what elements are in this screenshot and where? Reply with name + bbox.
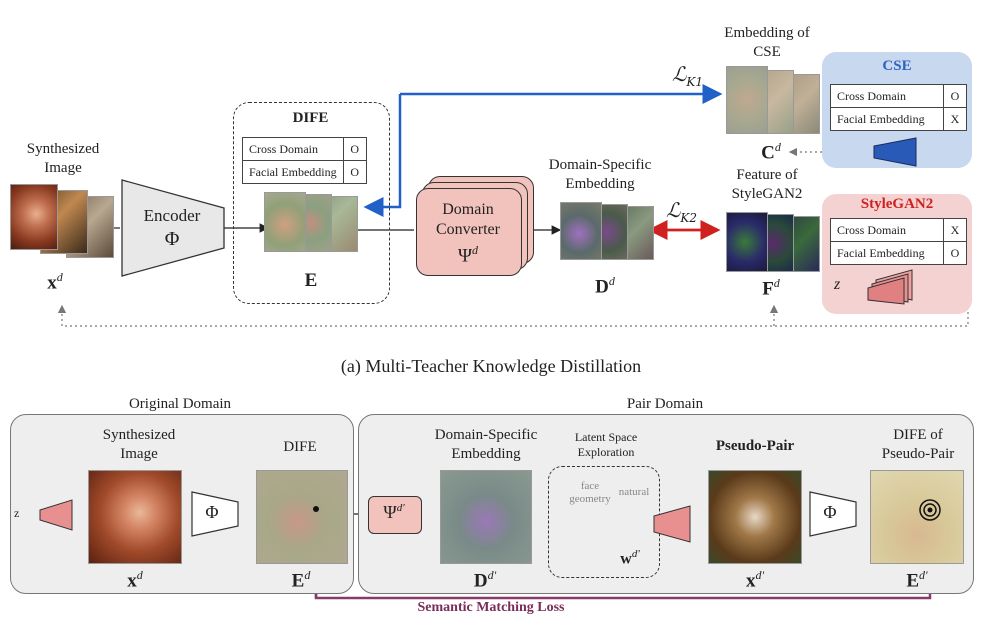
xd-label: xd: [47, 270, 63, 294]
loss-k2-label: ℒK2: [666, 198, 698, 225]
cse-row-mark: O: [943, 84, 967, 108]
bottom-xd2-label: xd': [745, 568, 765, 592]
synth-image-label: Synthesized Image: [26, 141, 100, 176]
cse-title: CSE: [882, 58, 912, 74]
dse-map-image: [560, 202, 602, 260]
blue-arrow-down: [363, 94, 402, 217]
phi-encoder-icon-2: [809, 491, 857, 537]
stylegan-row-mark: X: [943, 218, 967, 242]
dife-box: [233, 102, 390, 304]
z-input-label: z: [14, 506, 20, 520]
stylegan-feat-label: Feature of StyleGAN2: [731, 167, 803, 202]
stylegan-map-image: [726, 212, 768, 272]
converter-label: Domain Converter: [436, 201, 500, 238]
pair-domain-title: Pair Domain: [626, 396, 704, 412]
stylegan-z-label: z: [834, 276, 841, 293]
cse-map-image: [726, 66, 768, 134]
dife-pp-map-image: [870, 470, 964, 564]
encoder-trapezoid-icon: [121, 179, 225, 277]
pseudo-pair-label: Pseudo-Pair: [715, 438, 795, 454]
ed-label: Ed: [291, 568, 311, 592]
pseudo-pair-dog-image: [708, 470, 802, 564]
pair-generator-icon: [653, 505, 691, 543]
cse-decoder-trapezoid-icon: [873, 137, 917, 167]
phi-symbol-2: Φ: [823, 502, 837, 522]
dse-label: Domain-Specific Embedding: [548, 157, 652, 192]
loss-k1-label: ℒK1: [672, 62, 704, 89]
stylegan-title: StyleGAN2: [860, 196, 934, 212]
natural-label: natural: [618, 486, 650, 498]
fd-label: Fd: [762, 276, 780, 300]
cse-row-label: Facial Embedding: [830, 107, 944, 131]
dife-row-mark: O: [342, 160, 367, 184]
converter-box: [416, 188, 522, 276]
e-label: E: [304, 270, 318, 291]
cse-row-mark: X: [943, 107, 967, 131]
encoder-symbol: Φ: [164, 228, 180, 250]
phi-symbol: Φ: [205, 502, 219, 522]
psi-box: [368, 496, 422, 534]
wd-label: wd': [620, 548, 640, 568]
psi-symbol: Ψd': [383, 502, 405, 522]
cd-label: Cd: [761, 140, 781, 164]
caption-a: (a) Multi-Teacher Knowledge Distillation: [340, 356, 642, 376]
face-geometry-label: face geometry: [569, 480, 611, 505]
target-match-icon: [919, 499, 941, 521]
bottom-dse-label: Domain-Specific Embedding: [434, 427, 538, 462]
bottom-xd-label: xd: [127, 568, 143, 592]
dife-title: DIFE: [292, 110, 329, 126]
dife-map-image: [256, 470, 348, 564]
embedding-map-image: [264, 192, 306, 252]
dse-bottom-map-image: [440, 470, 532, 564]
phi-encoder-icon: [191, 491, 239, 537]
face-image: [10, 184, 58, 250]
dife-row-label: Facial Embedding: [242, 160, 344, 184]
query-point: [313, 506, 319, 512]
dife-pp-label: DIFE of Pseudo-Pair: [881, 427, 955, 462]
latent-label: Latent Space Exploration: [574, 430, 638, 459]
stylegan-generator-icon: [867, 269, 913, 305]
generator-trapezoid-icon: [39, 499, 73, 531]
encoder-label: Encoder: [143, 206, 201, 225]
ed2-label: Ed': [906, 568, 928, 592]
bottom-dife-label: DIFE: [283, 439, 317, 455]
dife-row-mark: O: [342, 137, 367, 161]
dd-label: Dd: [595, 274, 615, 298]
stylegan-row-mark: O: [943, 241, 967, 265]
cse-embed-label: Embedding of CSE: [724, 25, 810, 60]
orig-domain-title: Original Domain: [128, 396, 232, 412]
stylegan-row-label: Facial Embedding: [830, 241, 944, 265]
cse-row-label: Cross Domain: [830, 84, 944, 108]
stylegan-row-label: Cross Domain: [830, 218, 944, 242]
semantic-loss-label: Semantic Matching Loss: [417, 600, 565, 615]
converter-symbol: Ψd: [457, 243, 479, 267]
synthesized-face-image: [88, 470, 182, 564]
bottom-dd-label: Dd': [473, 568, 497, 592]
dife-row-label: Cross Domain: [242, 137, 344, 161]
bottom-synth-label: Synthesized Image: [102, 427, 176, 462]
